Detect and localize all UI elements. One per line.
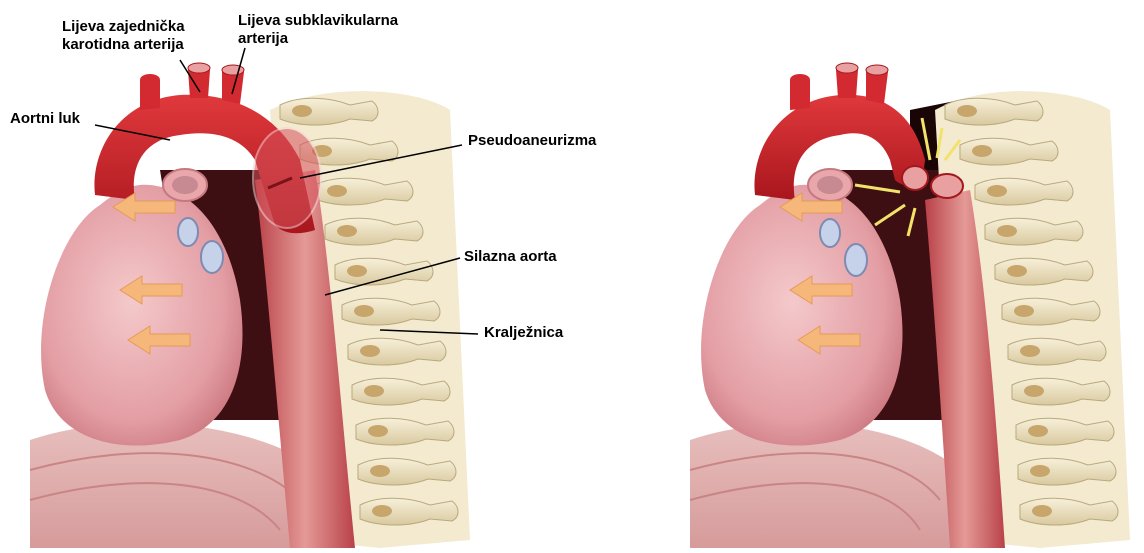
label-aortic-arch: Aortni luk <box>10 110 80 128</box>
label-left-subclavian: Lijeva subklavikularna arterija <box>238 12 408 48</box>
right-panel <box>690 63 1130 548</box>
label-pseudoaneurysm: Pseudoaneurizma <box>468 132 596 150</box>
pseudoaneurysm-bulge <box>253 128 321 228</box>
diaphragm-left <box>30 423 320 548</box>
label-descending-aorta: Silazna aorta <box>464 248 557 266</box>
label-spine: Kralježnica <box>484 324 563 342</box>
left-panel <box>30 48 478 548</box>
label-left-common-carotid: Lijeva zajednička karotidna arterija <box>62 18 212 54</box>
